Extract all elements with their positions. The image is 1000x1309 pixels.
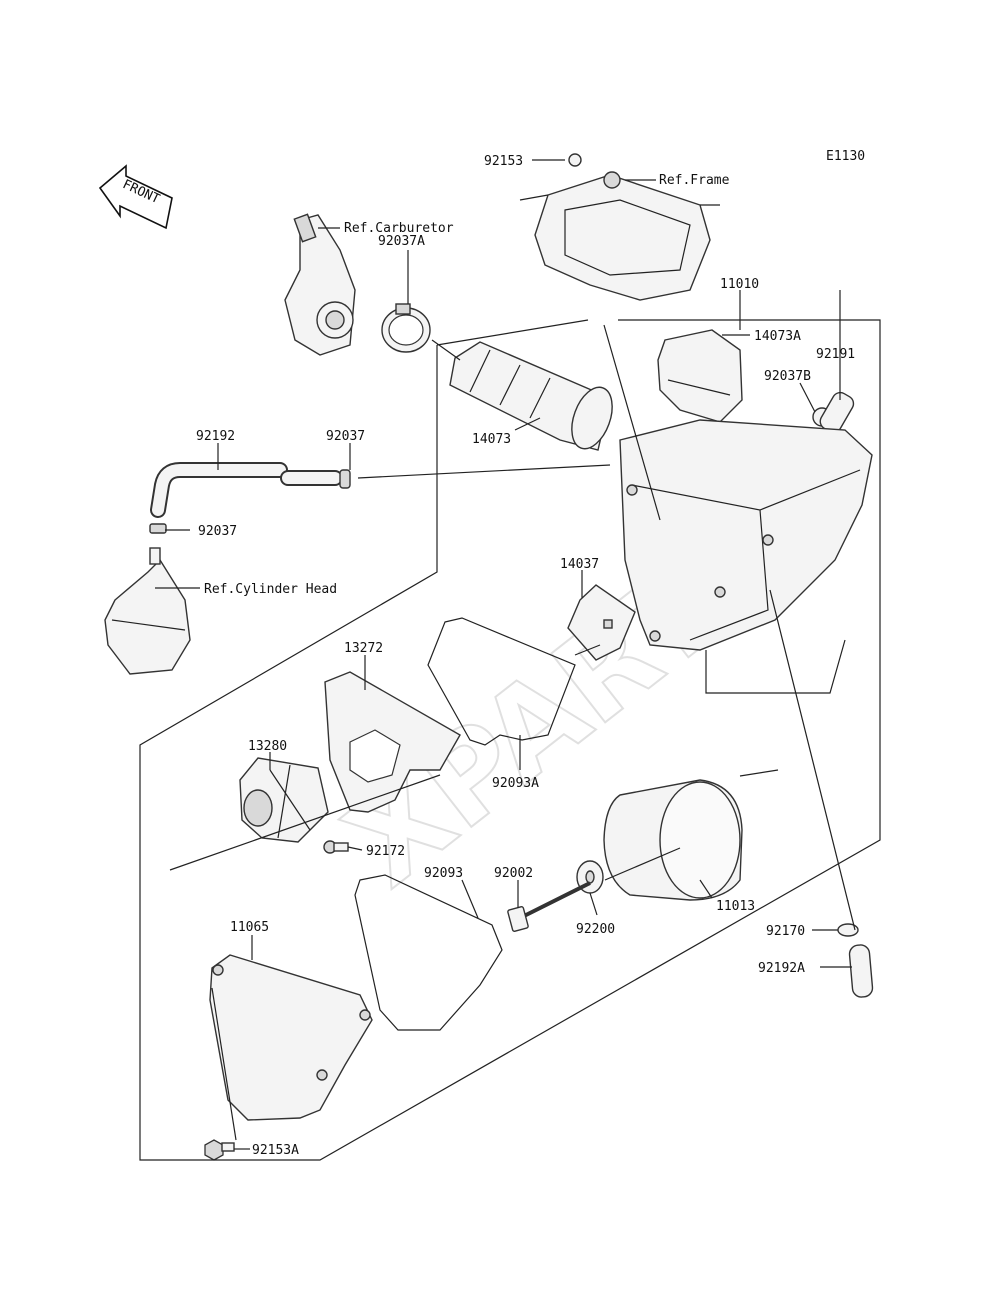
label-92037-upper: 92037 [326, 429, 365, 444]
duct-14073A-part [657, 329, 743, 423]
bolt-92153A-part [204, 1139, 235, 1161]
gasket-92093A-part [427, 617, 576, 746]
drain-hose-92192A-part [848, 944, 874, 998]
breather-hose-92192-part [149, 462, 351, 534]
element-holder-13280-part [239, 757, 329, 843]
label-92002: 92002 [494, 866, 533, 881]
diagram-code: E1130 [826, 149, 865, 164]
label-ref-frame: Ref.Frame [659, 173, 730, 188]
label-11065: 11065 [230, 920, 269, 935]
label-14073: 14073 [472, 432, 511, 447]
bolt-92172-part [323, 840, 349, 854]
front-arrow-icon: FRONT [98, 164, 173, 230]
label-13280: 13280 [248, 739, 287, 754]
label-92093: 92093 [424, 866, 463, 881]
label-92037B: 92037B [764, 369, 811, 384]
label-ref-carburetor: Ref.Carburetor [344, 221, 454, 236]
frame-bracket-part [519, 153, 720, 301]
carburetor-part [284, 213, 356, 356]
label-11013: 11013 [716, 899, 755, 914]
label-14073A: 14073A [754, 329, 801, 344]
label-92170: 92170 [766, 924, 805, 939]
label-92153A: 92153A [252, 1143, 299, 1158]
cover-14037-part [567, 584, 636, 661]
cylinder-head-cover-part [104, 547, 191, 675]
label-92093A: 92093A [492, 776, 539, 791]
filter-element-11013-part [603, 779, 743, 901]
label-11010: 11010 [720, 277, 759, 292]
clamp-92037A-part [381, 303, 431, 353]
label-92037-lower: 92037 [198, 524, 237, 539]
label-92191: 92191 [816, 347, 855, 362]
holder-13272-part [324, 671, 461, 813]
label-14037: 14037 [560, 557, 599, 572]
label-92192A: 92192A [758, 961, 805, 976]
air-cleaner-case-11010-part [619, 419, 873, 651]
label-92200: 92200 [576, 922, 615, 937]
label-92153: 92153 [484, 154, 523, 169]
intake-duct-14073-part [449, 341, 613, 451]
label-92192: 92192 [196, 429, 235, 444]
gasket-92093-part [354, 874, 503, 1031]
label-13272: 13272 [344, 641, 383, 656]
label-92037A: 92037A [378, 234, 425, 249]
bolt-92002-part [507, 881, 591, 932]
label-ref-cylinder-head: Ref.Cylinder Head [204, 582, 337, 597]
assembly-outline-lines [139, 319, 881, 1161]
label-92172: 92172 [366, 844, 405, 859]
leader-lines [155, 159, 852, 1150]
cover-11065-part [209, 954, 373, 1121]
